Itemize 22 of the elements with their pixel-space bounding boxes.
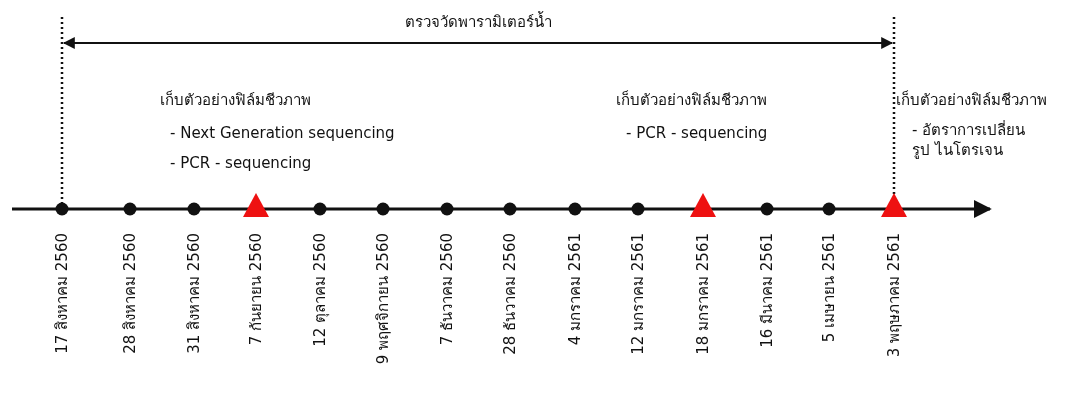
note-heading: เก็บตัวอย่างฟิล์มชีวภาพ (616, 90, 767, 110)
date-label: 9 พฤศจิกายน 2560 (374, 233, 392, 365)
date-label: 28 ธันวาคม 2560 (501, 233, 519, 355)
date-label: 16 มีนาคม 2561 (758, 233, 776, 348)
note-item: - PCR - sequencing (170, 153, 312, 173)
date-label: 12 ตุลาคม 2560 (311, 233, 329, 347)
date-label: 4 มกราคม 2561 (566, 233, 584, 346)
date-label: 5 เมษายน 2561 (820, 233, 838, 343)
date-label: 17 สิงหาคม 2560 (53, 233, 71, 354)
date-label: 3 พฤษภาคม 2561 (885, 233, 903, 358)
date-label: 31 สิงหาคม 2560 (185, 233, 203, 354)
note-item: - อัตราการเปลี่ยนรูป ไนโตรเจน (912, 120, 1027, 160)
span-label: ตรวจวัดพารามิเตอร์น้ำ (404, 12, 552, 32)
date-label: 7 กันยายน 2560 (247, 233, 265, 346)
date-label: 7 ธันวาคม 2560 (438, 233, 456, 346)
date-label: 12 มกราคม 2561 (629, 233, 647, 355)
date-label: 18 มกราคม 2561 (694, 233, 712, 355)
note-item: - Next Generation sequencing (170, 123, 395, 143)
date-label: 28 สิงหาคม 2560 (121, 233, 139, 354)
note-heading: เก็บตัวอย่างฟิล์มชีวภาพ (896, 90, 1047, 110)
note-item: - PCR - sequencing (626, 123, 768, 143)
note-heading: เก็บตัวอย่างฟิล์มชีวภาพ (160, 90, 311, 110)
